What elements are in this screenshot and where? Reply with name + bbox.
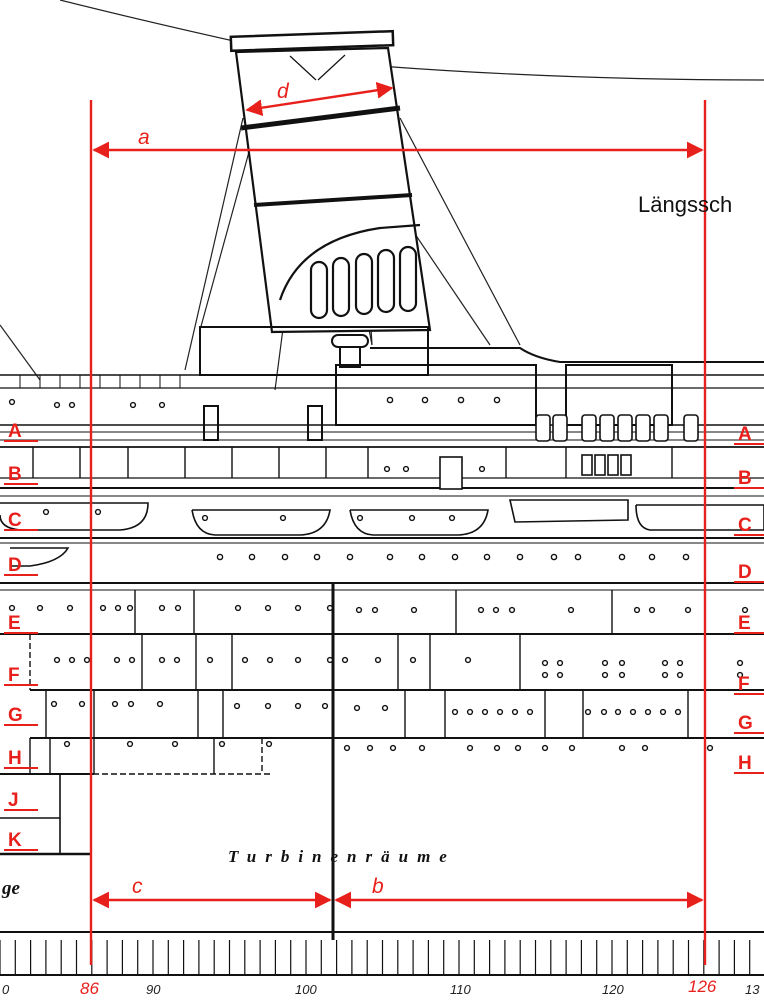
scale-number-130: 13 <box>745 982 760 997</box>
windows <box>439 414 699 490</box>
room-label-turbine: Turbinenräume <box>228 847 456 866</box>
deck-label-right-a: A <box>738 424 752 445</box>
scale-number-0: 0 <box>2 982 10 997</box>
scale-number-100: 100 <box>295 982 317 997</box>
dimension-label-d: d <box>277 80 290 103</box>
dimension-label-b: b <box>372 875 384 898</box>
frame-scale-bar <box>0 940 751 975</box>
deck-label-right-f: F <box>738 674 750 695</box>
lifeboats <box>0 499 764 567</box>
deck-labels-left: A B C D E FG HJK <box>4 421 38 851</box>
frame-lines <box>89 100 707 965</box>
dimension-d-arrow <box>245 81 394 117</box>
deck-label-right-b: B <box>738 468 752 489</box>
deck-label-left-c: C <box>8 510 22 531</box>
deck-label-right-h: H <box>738 753 752 774</box>
deck-label-left-f: F <box>8 665 20 686</box>
portholes <box>8 396 749 752</box>
deck-label-left-j: J <box>8 790 19 811</box>
scale-number-120: 120 <box>602 982 624 997</box>
deck-label-left-k: K <box>8 830 22 851</box>
deck-label-right-g: G <box>738 713 753 734</box>
railing <box>19 375 181 388</box>
funnel <box>229 29 432 334</box>
deck-label-left-d: D <box>8 555 22 576</box>
dimension-label-a: a <box>138 126 150 149</box>
deck-label-left-h: H <box>8 748 22 769</box>
deck-label-right-c: C <box>738 515 752 536</box>
deck-label-left-a: A <box>8 421 22 442</box>
deck-label-left-e: E <box>8 613 21 634</box>
scale-number-90: 90 <box>146 982 161 997</box>
bulkheads <box>29 447 689 774</box>
deck-label-left-b: B <box>8 464 22 485</box>
deck-label-left-g: G <box>8 705 23 726</box>
dimension-arrows <box>92 81 704 909</box>
frame-marker-right: 126 <box>688 977 717 996</box>
scale-number-110: 110 <box>450 982 471 997</box>
deck-labels-right: A B C D E FGH <box>734 424 764 774</box>
left-fragment-label: ge <box>1 878 21 899</box>
dimension-label-c: c <box>132 875 143 898</box>
deck-label-right-d: D <box>738 562 752 583</box>
frame-marker-left: 86 <box>80 979 99 998</box>
drawing-title: Längssch <box>638 192 732 217</box>
deck-label-right-e: E <box>738 613 751 634</box>
